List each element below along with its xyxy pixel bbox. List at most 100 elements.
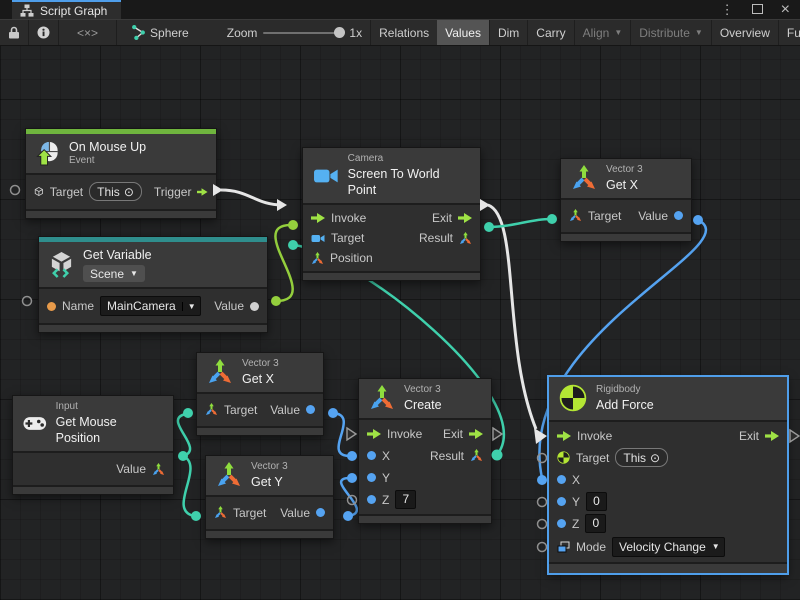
- node-title: Get Y: [251, 474, 283, 489]
- chevron-down-icon: ▼: [694, 28, 703, 37]
- graph-pointer[interactable]: Sphere: [117, 20, 201, 45]
- close-icon[interactable]: ×: [780, 1, 790, 18]
- gameobject-icon: [34, 187, 43, 197]
- menu-icon[interactable]: ⋮: [720, 2, 734, 17]
- exec-arrow-icon[interactable]: [458, 213, 472, 223]
- y-port-label: Y: [572, 494, 581, 509]
- carry-values-toggle[interactable]: <×>: [59, 20, 118, 45]
- z-port[interactable]: [367, 495, 376, 505]
- maximize-icon[interactable]: [746, 0, 769, 19]
- target-port-label: Target: [588, 208, 622, 223]
- x-port[interactable]: [557, 475, 566, 485]
- target-port-label: Target: [233, 505, 267, 520]
- value-port[interactable]: [306, 405, 315, 415]
- zoom-label: Zoom: [226, 25, 258, 40]
- node-category: Vector 3: [404, 384, 441, 395]
- exec-arrow-icon[interactable]: [765, 430, 779, 441]
- node-footer: [206, 528, 333, 538]
- graph-toolbar: <×> Sphere Zoom 1x Relations Values Dim …: [0, 19, 800, 46]
- node-add-force[interactable]: Rigidbody Add Force Invoke Exit: [548, 376, 788, 574]
- info-button[interactable]: [29, 20, 59, 45]
- code-icon: <×>: [77, 25, 99, 40]
- vector3-icon[interactable]: [205, 403, 218, 416]
- z-value-field[interactable]: 0: [585, 514, 607, 534]
- enum-icon[interactable]: [557, 541, 570, 553]
- result-port-label: Result: [418, 231, 453, 245]
- name-port[interactable]: [47, 301, 56, 311]
- exec-arrow-icon[interactable]: [557, 430, 571, 441]
- exec-arrow-icon[interactable]: [311, 213, 325, 223]
- vector3-icon[interactable]: [214, 506, 227, 519]
- target-port-label: Target: [49, 184, 84, 199]
- distribute-dropdown[interactable]: Distribute▼: [631, 20, 712, 45]
- exec-arrow-icon[interactable]: [469, 428, 483, 439]
- value-port[interactable]: [674, 211, 683, 221]
- exit-port-label: Exit: [442, 426, 463, 441]
- target-port-label: Target: [331, 231, 365, 245]
- x-port[interactable]: [367, 451, 376, 461]
- exit-port-label: Exit: [738, 428, 759, 443]
- mode-dropdown[interactable]: Velocity Change▼: [612, 536, 725, 557]
- target-this-chip[interactable]: This⊙: [615, 448, 669, 468]
- node-get-x-right[interactable]: Vector 3 Get X Target Value: [560, 158, 692, 242]
- node-title: Get Mouse Position: [55, 414, 117, 445]
- values-button[interactable]: Values: [437, 20, 490, 45]
- variable-accent-bar: [39, 237, 267, 242]
- align-dropdown[interactable]: Align▼: [575, 20, 632, 45]
- target-port-label: Target: [576, 450, 610, 465]
- node-get-x-mid[interactable]: Vector 3 Get X Target Value: [196, 352, 324, 436]
- node-footer: [303, 271, 480, 280]
- variable-name-dropdown[interactable]: MainCamera▼: [100, 296, 201, 317]
- y-value-field[interactable]: 0: [586, 492, 608, 512]
- node-vector3-create[interactable]: Vector 3 Create Invoke Exit X Result: [358, 378, 492, 524]
- rigidbody-mini-icon[interactable]: [557, 451, 570, 464]
- invoke-port-label: Invoke: [331, 211, 367, 225]
- vector3-icon[interactable]: [470, 449, 483, 462]
- carry-button[interactable]: Carry: [528, 20, 575, 45]
- value-port-label: Value: [638, 208, 668, 223]
- info-icon: [37, 26, 50, 39]
- value-port[interactable]: [316, 508, 325, 518]
- value-port[interactable]: [250, 301, 259, 311]
- hierarchy-icon: [20, 4, 34, 17]
- y-port[interactable]: [367, 473, 376, 483]
- mouse-up-icon: [36, 141, 58, 166]
- node-get-variable[interactable]: Get Variable Scene▼ Name MainCamera▼ Val…: [38, 236, 268, 334]
- zoom-slider[interactable]: [263, 26, 346, 38]
- target-this-chip[interactable]: This⊙: [89, 182, 142, 202]
- chevron-down-icon: ▼: [130, 269, 138, 279]
- invoke-port-label: Invoke: [577, 428, 613, 443]
- lock-button[interactable]: [0, 20, 29, 45]
- camera-mini-icon[interactable]: [311, 233, 325, 244]
- exec-arrow-icon[interactable]: [197, 187, 208, 197]
- zoom-value: 1x: [349, 25, 363, 40]
- vector3-icon[interactable]: [152, 462, 165, 476]
- vector3-icon[interactable]: [569, 209, 582, 222]
- overview-button[interactable]: Overview: [712, 20, 779, 45]
- exit-port-label: Exit: [431, 211, 452, 225]
- fullscreen-button[interactable]: Full Screen: [786, 25, 800, 40]
- node-on-mouse-up[interactable]: On Mouse Up Event Target This⊙ Trigger: [25, 128, 217, 219]
- node-get-y[interactable]: Vector 3 Get Y Target Value: [205, 455, 334, 539]
- node-get-mouse-position[interactable]: Input Get Mouse Position Value: [12, 395, 174, 495]
- name-port-label: Name: [62, 299, 95, 314]
- dim-button[interactable]: Dim: [490, 20, 529, 45]
- vector3-icon: [573, 165, 595, 190]
- vector3-icon[interactable]: [311, 251, 324, 265]
- invoke-port-label: Invoke: [387, 426, 423, 441]
- vector3-icon[interactable]: [459, 231, 472, 245]
- z-port[interactable]: [557, 519, 566, 529]
- y-port[interactable]: [557, 497, 566, 507]
- variable-scope-dropdown[interactable]: Scene▼: [83, 265, 145, 283]
- tab-script-graph[interactable]: Script Graph: [12, 0, 122, 19]
- exec-arrow-icon[interactable]: [367, 428, 381, 439]
- zoom-slider-knob[interactable]: [334, 26, 346, 38]
- node-category: Input: [55, 401, 78, 412]
- node-screen-to-world-point[interactable]: Camera Screen To World Point Invoke Exit: [302, 147, 481, 281]
- relations-button[interactable]: Relations: [370, 20, 437, 45]
- rigidbody-icon: [559, 385, 587, 412]
- z-value-field[interactable]: 7: [395, 490, 417, 510]
- node-footer: [39, 323, 267, 333]
- self-icon: ⊙: [123, 184, 134, 199]
